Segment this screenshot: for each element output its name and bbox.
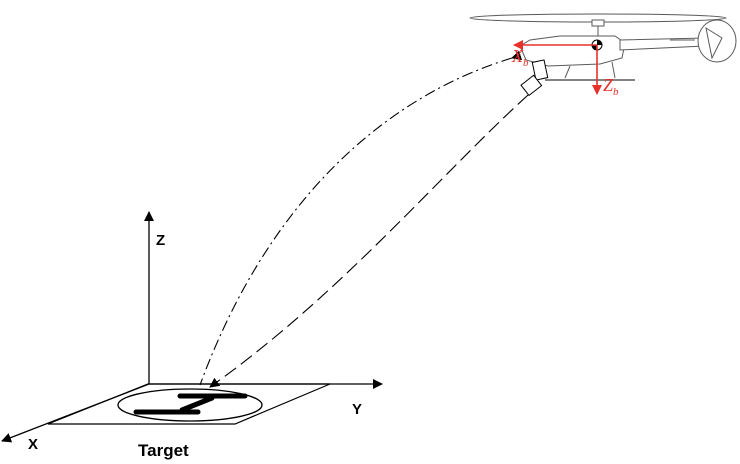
- helipad-icon: [117, 388, 263, 422]
- body-x-label: Xb: [511, 46, 529, 69]
- x-axis: [1, 383, 150, 443]
- helicopter-icon: [469, 13, 737, 81]
- ground-plane: [47, 383, 331, 425]
- body-z-label: Zb: [603, 75, 619, 98]
- dash-dot-trajectory: [199, 50, 523, 386]
- camera-icon: [520, 59, 549, 97]
- y-axis-label: Y: [352, 401, 362, 418]
- dashed-line-of-sight: [209, 94, 529, 388]
- z-axis-label: Z: [156, 232, 165, 249]
- x-axis-label: X: [28, 436, 38, 453]
- target-label: Target: [138, 441, 189, 460]
